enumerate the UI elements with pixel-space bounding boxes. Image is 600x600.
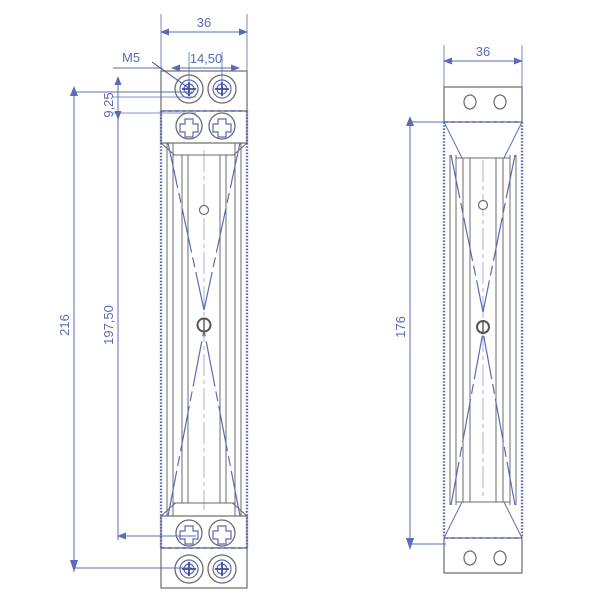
m5-leader-slant <box>151 61 191 90</box>
right-view-dimensions: 36 176 <box>393 44 523 550</box>
dim-label-19750: 197,50 <box>101 305 116 345</box>
right-top-hole-1 <box>463 94 477 110</box>
dim-label-1450: 14,50 <box>190 51 223 66</box>
right-taper-bottom-right <box>503 501 523 539</box>
dim-label-925: 9,25 <box>101 92 116 117</box>
right-top-hole-2 <box>493 94 507 110</box>
right-top-plate <box>443 86 523 123</box>
left-bottom-band-screw-2 <box>208 519 236 547</box>
left-side-slot-right <box>225 154 236 504</box>
right-taper-bottom-left <box>443 501 463 539</box>
right-side-slot-left <box>455 157 464 503</box>
right-bottom-hole-2 <box>493 550 507 566</box>
left-diagonal-centerlines <box>167 142 241 517</box>
right-bottom-plate <box>443 537 523 574</box>
left-top-band-screw-2 <box>208 112 236 140</box>
dim-176-arrow-bottom <box>406 538 414 550</box>
dim-label-r36: 36 <box>476 44 490 59</box>
left-bottom-plate-screw-1 <box>174 554 204 584</box>
dim-label-176: 176 <box>393 316 408 338</box>
right-upper-hole <box>477 199 489 211</box>
dim-176-arrow-top <box>406 116 414 126</box>
dim-label-216: 216 <box>57 314 72 336</box>
left-bottom-plate-screw-2 <box>207 554 237 584</box>
right-diagonal-centerlines <box>450 154 516 506</box>
right-taper-top-right <box>503 121 523 159</box>
left-top-plate-screw-2 <box>207 74 237 104</box>
dim-label-36: 36 <box>197 15 211 30</box>
left-top-band-screw-1 <box>175 112 203 140</box>
left-upper-hole <box>198 204 210 216</box>
dim-216-arrow-top <box>70 86 78 96</box>
right-bottom-hole-1 <box>463 550 477 566</box>
right-taper-top-left <box>443 121 463 159</box>
left-bottom-band-screw-1 <box>175 519 203 547</box>
left-side-slot-left <box>172 154 183 504</box>
right-center-slot-inner <box>469 157 497 503</box>
dim-216-arrow-bottom <box>70 560 78 572</box>
left-view-dimensions: 36 14,50 M5 9,25 197,50 216 <box>57 14 248 572</box>
left-view-group <box>159 70 249 589</box>
right-side-slot-right <box>502 157 511 503</box>
right-view-group <box>442 86 524 574</box>
annotation-label-m5: M5 <box>122 50 140 65</box>
